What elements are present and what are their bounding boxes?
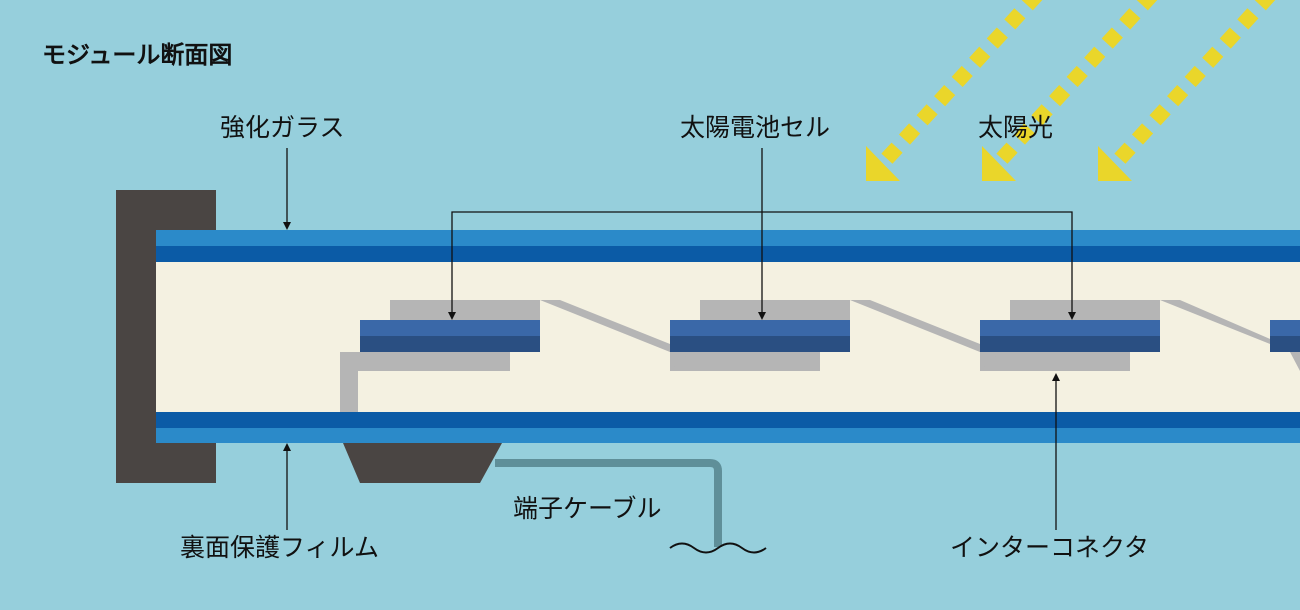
label-tempered-glass: 強化ガラス xyxy=(220,113,345,142)
cell-3-top xyxy=(980,320,1160,336)
cell-arrowhead-3 xyxy=(1068,312,1076,320)
cable-break-wave xyxy=(669,542,767,554)
glass-arrowhead xyxy=(283,222,291,230)
interconnector-top-3 xyxy=(1010,300,1160,320)
interconnector-diagonal-1 xyxy=(540,300,690,371)
cell-1-bottom xyxy=(360,336,540,352)
interconnectors xyxy=(340,300,1300,412)
cell-3-bottom xyxy=(980,336,1160,352)
interconnector-bottom-3 xyxy=(980,352,1130,371)
cell-2-bottom xyxy=(670,336,850,352)
cell-4-top xyxy=(1270,320,1300,336)
label-terminal-cable: 端子ケーブル xyxy=(513,494,662,523)
terminal-cable xyxy=(495,459,722,547)
label-interconnector: インターコネクタ xyxy=(950,533,1149,562)
leader-arrowheads xyxy=(283,222,1076,451)
diagram-title: モジュール断面図 xyxy=(42,41,232,69)
backsheet-dark xyxy=(156,412,1300,428)
interconnector-diagonal-2 xyxy=(850,300,1000,371)
tempered-glass-light xyxy=(156,230,1300,246)
sunlight-ray-1 xyxy=(877,0,1043,169)
interconnector-arrowhead xyxy=(1052,373,1060,381)
cell-arrowhead-2 xyxy=(758,312,766,320)
interconnector-top-2 xyxy=(700,300,850,320)
tempered-glass-dark xyxy=(156,246,1300,262)
sunlight-ray-3 xyxy=(1110,0,1276,169)
sunlight-arrowhead-1 xyxy=(866,146,900,181)
solar-cells xyxy=(360,320,1300,352)
backsheet-light xyxy=(156,428,1300,443)
sunlight-ray-2 xyxy=(992,0,1158,169)
cell-2-top xyxy=(670,320,850,336)
cell-1-top xyxy=(360,320,540,336)
sunlight-arrowhead-3 xyxy=(1098,146,1132,181)
cell-arrowhead-1 xyxy=(448,312,456,320)
cell-4-bottom xyxy=(1270,336,1300,352)
sunlight-arrows xyxy=(866,0,1276,181)
aluminum-frame xyxy=(116,190,216,483)
leader-lines xyxy=(286,148,1073,530)
label-sunlight: 太陽光 xyxy=(978,113,1053,142)
interconnector-top-1 xyxy=(390,300,540,320)
interconnector-bottom-2 xyxy=(670,352,820,371)
backsheet-arrowhead xyxy=(283,443,291,451)
interconnector-lead xyxy=(340,352,510,412)
sunlight-arrowhead-2 xyxy=(982,146,1016,181)
junction-box xyxy=(343,443,502,483)
label-solar-cell: 太陽電池セル xyxy=(680,113,830,142)
label-backsheet: 裏面保護フィルム xyxy=(180,533,379,562)
